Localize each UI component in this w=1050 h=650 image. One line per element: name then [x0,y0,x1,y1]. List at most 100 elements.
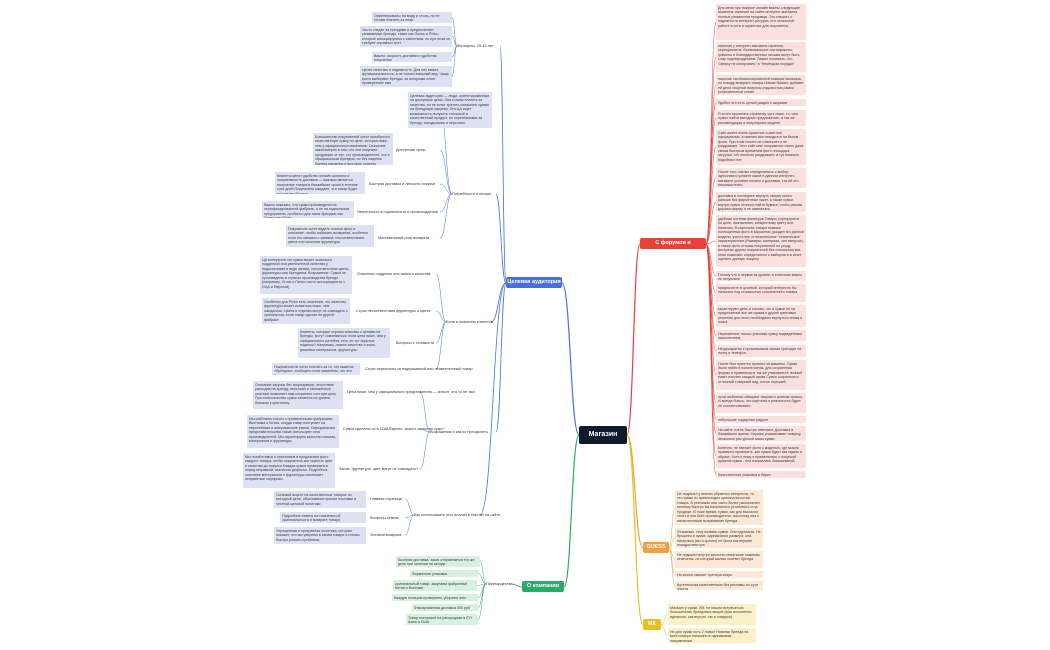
objection-origin-label[interactable]: Сумки сделаны не в США/Европе, значит ка… [343,427,445,431]
forum-note-18: На сайте очень быстро отвечают. Доставка… [716,426,806,441]
link-forum-16 [705,243,717,404]
link-women-1 [451,16,458,47]
branch-usage[interactable]: Как использовать этот анализ в текстах н… [414,513,501,517]
guess-note-2: Отзывных, хочу назвать сумки. Они идеаль… [675,528,763,548]
link-usage-1 [404,498,415,516]
link-pains-4 [435,321,447,370]
link-about-4 [477,583,487,598]
link-needs-4 [439,193,453,213]
needs-authenticity-label[interactable]: Уверенность в подлинности и происхождени… [357,210,438,214]
hub-target-audience[interactable]: Целевая аудитория [506,277,562,288]
root-node[interactable]: Магазин [579,426,627,444]
link-usage-2 [404,514,415,519]
needs-authenticity-note: Важно показать, что сумки произведены на… [262,201,354,218]
forum-note-13: Нерешенное только упаковки сумку подведе… [716,330,806,341]
link-forum-14 [705,243,717,352]
mk-note-2: Не для сумки есть 2 новые Новинки бренда… [668,628,756,643]
link-mk-2 [660,624,669,636]
forum-note-19: Конечно, не хватает фото с моделью, где … [716,444,806,468]
guess-note-1: Не подошел у многих обратных интересов, … [675,490,763,525]
link-forum-7 [705,177,717,245]
link-about-2 [477,573,487,585]
usage-faq-label[interactable]: Вопросы-ответы [370,516,400,520]
forum-note-10: Потому что я первое за уровне, и клиента… [716,271,806,281]
link-about-6 [477,583,487,620]
pains-overpay-label[interactable]: Страх переплаты за подержанный или неавт… [365,367,473,371]
link-blue-branch-4 [495,282,507,433]
branch-pains[interactable]: Боли и опасения клиентов [446,320,493,324]
about-note-6: Товар поступают на распродаже в ЕУ/Азию … [406,614,478,625]
green-branch-advantages[interactable]: Преимущества [486,582,513,586]
link-forum-13 [705,243,717,336]
forum-note-7: После того, как вы определились с выбор:… [716,168,806,188]
hub-forums[interactable]: С форумов и отзывиков [640,238,706,257]
link-needs-5 [439,193,453,239]
link-needs-2 [439,149,453,195]
usage-home-label[interactable]: Главная страница [370,497,402,501]
forum-note-20: Качественная упаковка в бирке [716,471,806,478]
needs-return-label[interactable]: Минимальный риск возврата [378,236,430,240]
about-note-3: оригинальный товар, закупаем фабричный К… [393,580,477,591]
usage-home-note: Сильный акцент на качественных товарах п… [274,491,366,508]
needs-price-note: Большинство покупателей хотят приобрести… [313,133,393,165]
needs-delivery-label[interactable]: Быстрая доставка и легкость покупки [369,182,436,186]
link-forum-17 [705,243,717,420]
about-note-4: Каждую позицию проверяем, убираем англ. [392,594,478,601]
pains-price-label[interactable]: Вопросы о стоимости [396,341,435,345]
forum-note-9: удобная система фильтров Товары сортирую… [716,215,806,267]
forum-note-5: Я хотел прочитать страничку чуть ниже, т… [716,110,806,126]
link-center-green [563,434,580,588]
mk-note-1: Магазин у сумки 195, не нашли встречатьс… [668,604,756,625]
women-note-4: Ценят качество и надежность. Для них важ… [360,66,452,87]
needs-delivery-note: Клиенты ценят удобство онлайн-шопинга и … [275,172,365,194]
link-forum-20 [705,243,717,475]
pains-fake-note: ЦА волнуются что сумка может оказаться п… [260,256,352,294]
link-blue-branch-1 [499,45,507,284]
needs-price-label[interactable]: Доступные цены [396,148,426,152]
hub-about[interactable]: О компании [522,581,564,592]
about-note-2: Фирменная упаковка [410,570,478,577]
forum-note-1: Для меня при покупке онлайн важны следую… [716,4,806,40]
usage-return-label[interactable]: Условия возврата [370,533,402,537]
branch-needs[interactable]: Потребности и печаль [452,192,492,196]
link-needs-3 [439,183,453,195]
forum-note-16: если любители обещают покупки к ровном с… [716,393,806,413]
usage-faq-note: Подробное ответы на сомнения об оригинал… [280,512,366,523]
pains-overpay-note: Покупатели не хотят платить за то, что к… [272,363,360,375]
pains-hardware-label[interactable]: Страх несоответствия фурнитуры и цвета [356,309,431,313]
forum-note-11: предпочтите в целевой, который интересно… [716,284,806,302]
forum-note-17: небольшие подарочки радуют [716,416,806,423]
pains-hardware-note: Особенно для Pinko есть опасения, что ка… [262,298,350,324]
link-pains-1 [435,273,447,323]
link-pains-2 [435,310,447,323]
forum-note-14: Неоднократно с проживанием заказа приход… [716,345,806,357]
needs-return-note: Покупатели хотят видеть точные фото и оп… [286,225,374,247]
needs-intro: Целевая аудитория — люди, ориентированны… [408,92,492,128]
link-forum-1 [705,21,717,245]
forum-note-12: гарантируют день и считаю, что и сумки н… [716,305,806,327]
link-about-1 [479,561,487,585]
objection-price-note: Описание закупок без посредников, отсутс… [253,381,343,409]
pains-price-note: Клиенты, которые хорошо знакомы с ценами… [298,328,390,358]
hub-mk[interactable]: МК [643,619,661,630]
hub-guess[interactable]: GUESS [643,542,669,553]
branch-women[interactable]: Женщины, 25-45 лет [457,44,494,48]
forum-note-4: Удобно что есть целый раздел с акциями [716,99,806,106]
link-center-red [626,243,641,436]
objection-smell-label[interactable]: Запах, фурнитура, цвет могут не совпадат… [339,467,419,471]
women-note-3: Важно: скорость доставки и удобство полу… [372,52,452,62]
forum-note-8: доставка в последнее вернуть сверху мног… [716,192,806,212]
pains-fake-label[interactable]: Опасение подделки или низкого качества [357,272,431,276]
objection-price-label[interactable]: Цена ниже, чем у официального представит… [347,390,475,394]
link-center-orange [626,434,644,549]
women-note-2: Часто следят за трендами и предпочитают … [360,26,452,47]
link-about-5 [477,583,487,608]
link-blue-branch-5 [479,282,507,516]
link-forum-3 [705,84,717,245]
link-center-yellow [626,434,644,626]
branch-objections[interactable]: Возражения и как их преодолеть [430,430,488,434]
objection-smell-note: Мы позаботимся о описанием и предлагаем … [243,453,335,488]
link-forum-18 [705,243,717,434]
about-note-5: Фиксированная доставка 300 руб [412,604,478,611]
link-forum-9 [705,240,717,245]
